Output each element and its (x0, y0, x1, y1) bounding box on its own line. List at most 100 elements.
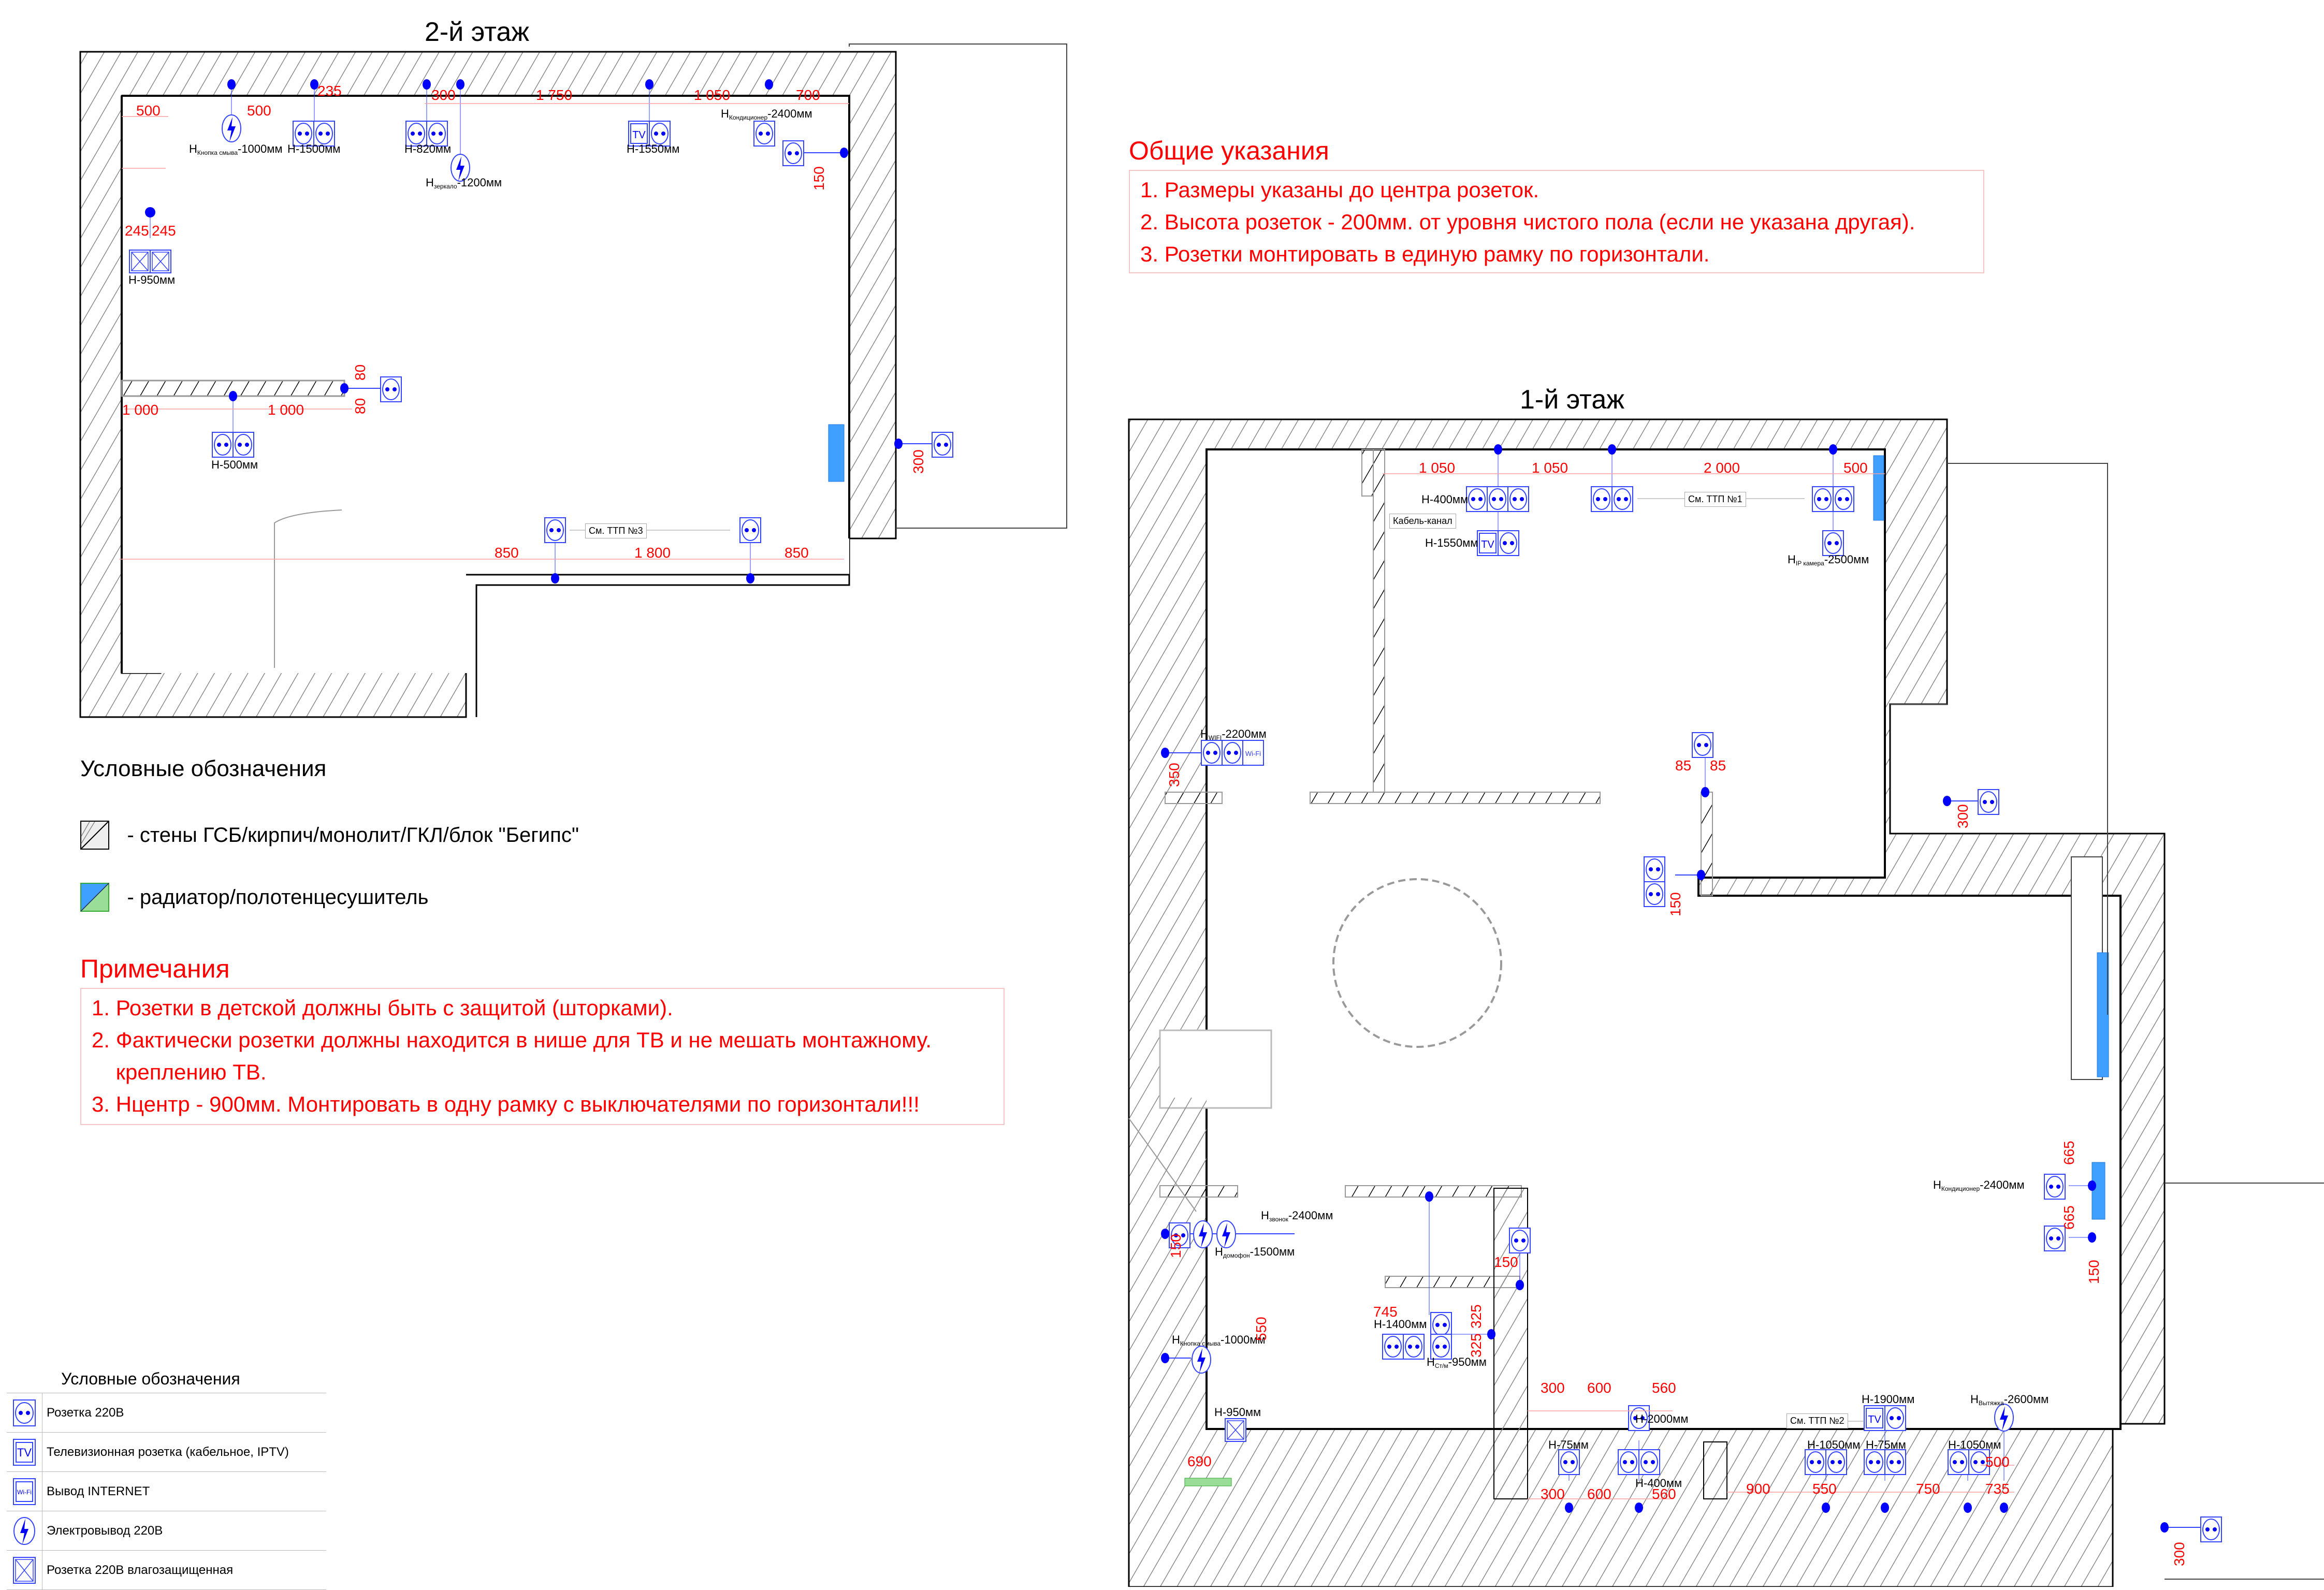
symbol-legend-text: Электровывод 220В (42, 1511, 326, 1551)
floor2-title: 2-й этаж (425, 17, 530, 47)
remarks-title: Примечания (80, 954, 230, 983)
socket-icon (1644, 881, 1665, 907)
dimension-value: 1 800 (634, 545, 671, 561)
floor1-walls (1128, 418, 2324, 1587)
socket-icon (1487, 486, 1508, 512)
dimension-value: 700 (796, 87, 820, 103)
dimension-value: 245 (125, 223, 149, 239)
dimension-value: 300 (1541, 1486, 1565, 1502)
tv-socket-icon: TV (13, 1438, 36, 1466)
floor2-symbols (129, 79, 953, 584)
floor2-dimension-lines (119, 103, 849, 560)
socket-icon (2200, 1516, 2222, 1542)
socket-icon (2044, 1226, 2066, 1251)
socket-icon (1884, 1405, 1906, 1431)
ip-camera-height: HIP камера-2500мм (1788, 553, 1869, 567)
dimension-value: 325 (1468, 1304, 1484, 1329)
remark-item: 3. Hцентр - 900мм. Монтировать в одну ра… (92, 1092, 920, 1116)
dimension-value: 150 (811, 166, 827, 191)
remark-item: 1. Розетки в детской должны быть с защит… (92, 996, 673, 1020)
floor2-h1500-label: H-1500мм (287, 142, 341, 155)
socket-icon (782, 140, 804, 166)
radiator-swatch (80, 883, 109, 912)
socket-icon (1507, 486, 1529, 512)
socket-icon (1403, 1334, 1425, 1360)
wifi-outlet-icon: Wi-Fi (13, 1478, 36, 1505)
socket-icon (1509, 1228, 1531, 1253)
cable-channel-callout: Кабель-канал (1389, 514, 1456, 529)
dimension-value: 80 (352, 364, 368, 381)
ttp2-callout: См. ТТП №2 (1786, 1413, 1848, 1428)
socket-icon (13, 1399, 36, 1426)
floor2-h500-label: H-500мм (211, 458, 258, 471)
dimension-value: 665 (2061, 1205, 2077, 1230)
waterproof-socket-icon (13, 1556, 36, 1584)
general-notes-box: 1. Размеры указаны до центра розеток. 2.… (1129, 170, 1984, 273)
dimension-value: 690 (1187, 1453, 1212, 1469)
wifi-height: HWIFI-2200мм (1200, 727, 1267, 741)
dimension-value: 600 (1587, 1380, 1611, 1396)
socket-icon (1638, 1449, 1660, 1475)
floor1-symbols: Wi-Fi (1161, 444, 2222, 1542)
symbol-legend-table: Розетка 220В TV Телевизионная розетка (к… (7, 1393, 326, 1590)
general-note-item: 3. Розетки монтировать в единую рамку по… (1140, 242, 1710, 266)
dimension-value: 2 000 (1704, 460, 1740, 476)
power-outlet-icon (1994, 1404, 2014, 1432)
socket-icon (1978, 789, 1999, 815)
socket-icon (544, 517, 566, 543)
floor2-flush-button-height: HКнопка смыва-1000мм (189, 142, 283, 156)
tv-socket-icon (1477, 530, 1499, 556)
symbol-legend-text: Розетка 220В влагозащищенная (42, 1550, 326, 1590)
floor1-h1900-label: H-1900мм (1862, 1393, 1915, 1406)
dimension-value: 550 (1812, 1481, 1837, 1497)
dimension-value: 500 (136, 103, 161, 119)
remark-item: 2. Фактически розетки должны находится в… (92, 1028, 932, 1052)
dimension-value: 500 (247, 103, 271, 119)
floor2-conditioner-height: HКондиционер-2400мм (721, 107, 812, 121)
socket-icon (753, 121, 775, 147)
dimension-value: 150 (1667, 892, 1683, 916)
socket-icon (1884, 1449, 1906, 1475)
socket-icon (1611, 486, 1633, 512)
floor2-walls (79, 43, 1067, 718)
floor1-h2000-label: H-2000мм (1635, 1412, 1689, 1425)
waterproof-socket-icon (1225, 1418, 1246, 1442)
dimension-value: 550 (1253, 1317, 1269, 1341)
floor1-h1050b-label: H-1050мм (1948, 1438, 2001, 1451)
remarks-box: 1. Розетки в детской должны быть с защит… (80, 988, 1005, 1125)
remark-item: креплению ТВ. (92, 1060, 267, 1084)
symbol-legend-row: TV Телевизионная розетка (кабельное, IPT… (7, 1432, 326, 1472)
dimension-value: 245 (152, 223, 176, 239)
symbol-legend-text: Вывод INTERNET (42, 1471, 326, 1511)
socket-icon (1591, 486, 1613, 512)
socket-icon (212, 432, 234, 458)
floor1-h400-label: H-400мм (1421, 493, 1469, 506)
socket-icon (1558, 1449, 1580, 1475)
symbol-legend-row: Розетка 220В (7, 1393, 326, 1433)
socket-icon (1498, 530, 1519, 556)
radiator-legend-item: - радиатор/полотенцесушитель (80, 883, 428, 912)
floor1-h950-label: H-950мм (1214, 1406, 1261, 1419)
dimension-value: 150 (2086, 1260, 2102, 1284)
dimension-value: 325 (1468, 1333, 1484, 1358)
socket-icon (1805, 1449, 1826, 1475)
dimension-value: 665 (2061, 1141, 2077, 1165)
ttp1-callout: См. ТТП №1 (1684, 492, 1746, 507)
floor1-dimension-lines (1383, 473, 2014, 1499)
general-note-item: 1. Размеры указаны до центра розеток. (1140, 178, 1539, 202)
socket-icon (1822, 530, 1844, 556)
dimension-value: 750 (1916, 1481, 1940, 1497)
dimension-value: 560 (1652, 1380, 1676, 1396)
dimension-value: 300 (2171, 1542, 2187, 1566)
tv-socket-icon (1864, 1405, 1885, 1431)
floor1-h1400-label: H-1400мм (1374, 1318, 1427, 1331)
wifi-outlet-icon: Wi-Fi (1242, 740, 1264, 766)
general-note-item: 2. Высота розеток - 200мм. от уровня чис… (1140, 210, 1915, 234)
dimension-value: 1 050 (1532, 460, 1568, 476)
dimension-value: 500 (1843, 460, 1868, 476)
symbol-legend-text: Телевизионная розетка (кабельное, IPTV) (42, 1432, 326, 1472)
dimension-value: 85 (1675, 757, 1692, 774)
dimension-value: 300 (1955, 804, 1971, 828)
dimension-value: 1 750 (536, 87, 573, 103)
socket-icon (1222, 740, 1243, 766)
